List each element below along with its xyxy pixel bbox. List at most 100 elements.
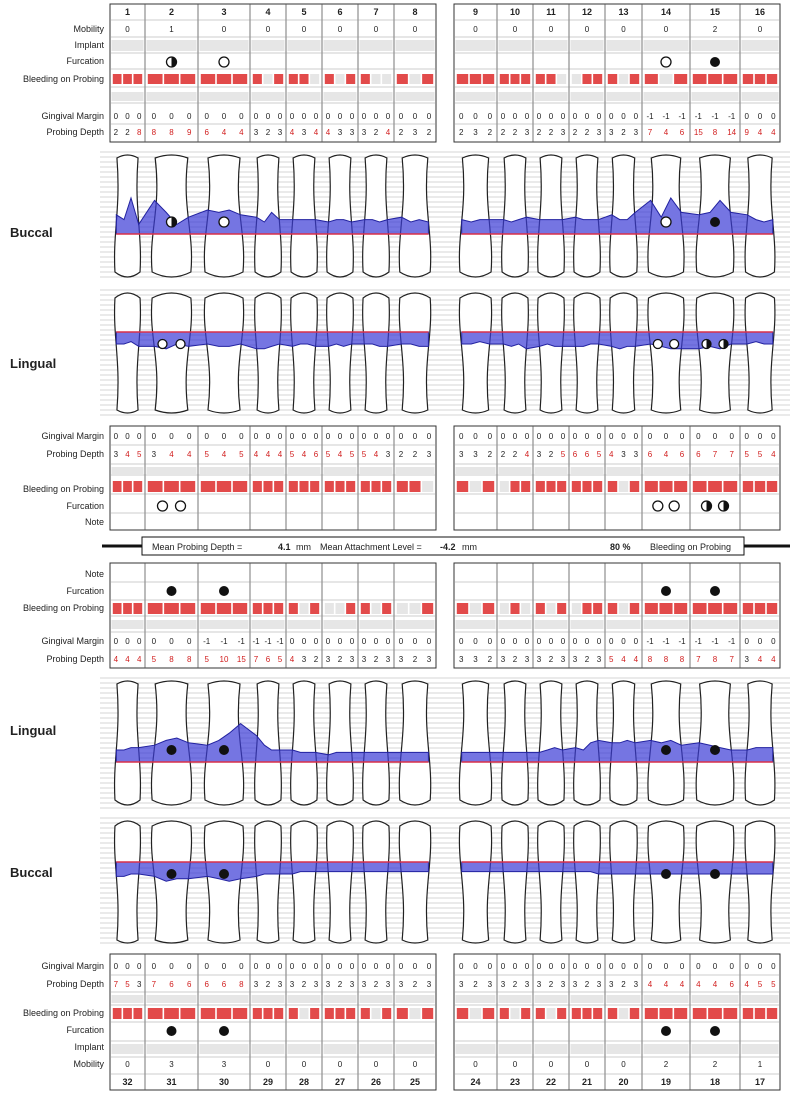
gingival-margin-value: 0 (137, 962, 142, 971)
probing-depth-value: 2 (266, 980, 271, 989)
empty-cell (498, 995, 532, 1003)
probing-depth-value: 3 (326, 980, 331, 989)
gingival-margin-value: 0 (473, 112, 478, 121)
tooth-outline (458, 680, 493, 806)
gingival-margin-value: 0 (597, 112, 602, 121)
gingival-margin-value: 0 (302, 112, 307, 121)
bleeding-mark (754, 481, 766, 492)
probing-depth-value: 2 (413, 655, 418, 664)
bleeding-empty (335, 603, 345, 614)
tooth-outline (362, 680, 390, 806)
probing-depth-value: 8 (169, 128, 174, 137)
probing-depth-value: 4 (771, 450, 776, 459)
bleeding-empty (396, 603, 408, 614)
gingival-margin-value: 0 (302, 962, 307, 971)
probing-depth-value: 3 (621, 450, 626, 459)
probing-depth-value: 4 (266, 450, 271, 459)
probing-depth-value: 7 (114, 980, 119, 989)
bleeding-mark (510, 603, 520, 614)
gingival-margin-value: 0 (254, 112, 259, 121)
probing-depth-value: 4 (222, 128, 227, 137)
tooth-number: 21 (582, 1077, 592, 1087)
gingival-margin-value: 0 (488, 112, 493, 121)
tooth-number: 26 (371, 1077, 381, 1087)
probing-depth-value: 6 (648, 450, 653, 459)
mobility-value: 0 (125, 1060, 130, 1069)
tooth-outline (695, 820, 735, 944)
bleeding-mark (288, 603, 298, 614)
row-label: Gingival Margin (41, 431, 104, 441)
tooth-outline (744, 292, 776, 414)
probing-depth-value: 14 (727, 128, 736, 137)
bleeding-mark (629, 481, 640, 492)
probing-depth-value: 6 (729, 980, 734, 989)
gingival-margin-value: 0 (758, 962, 763, 971)
empty-cell (199, 1044, 249, 1054)
probing-depth-value: 3 (459, 980, 464, 989)
bleeding-mark (216, 74, 232, 84)
bleeding-empty (409, 603, 421, 614)
bleeding-empty (499, 481, 509, 492)
tooth-outline (609, 292, 638, 414)
gingival-margin-value: 0 (597, 432, 602, 441)
gingival-margin-value: 0 (374, 962, 379, 971)
probing-depth-value: 4 (634, 655, 639, 664)
pocket-depth-area (461, 197, 774, 235)
gingival-margin-value: 0 (427, 962, 432, 971)
tooth-outline (290, 292, 318, 414)
probing-depth-value: 3 (278, 128, 283, 137)
bleeding-mark (546, 481, 556, 492)
tooth-outline (290, 680, 318, 806)
gingival-margin-value: 0 (537, 637, 542, 646)
bleeding-mark (396, 481, 408, 492)
bleeding-mark (723, 603, 738, 614)
bleeding-mark (409, 481, 421, 492)
bleeding-mark (180, 603, 196, 614)
gingival-margin-value: -1 (678, 637, 686, 646)
gingival-margin-value: 0 (513, 432, 518, 441)
empty-cell (395, 40, 435, 51)
probing-depth-value: 3 (427, 655, 432, 664)
gingival-margin-value: 0 (513, 112, 518, 121)
pocket-depth-area (461, 861, 774, 875)
bleeding-mark (659, 1008, 673, 1019)
tooth-outline (290, 154, 318, 278)
empty-cell (199, 40, 249, 51)
bleeding-mark (200, 481, 216, 492)
bleeding-percent-value: 80 % (610, 542, 631, 552)
tooth-number: 22 (546, 1077, 556, 1087)
bleeding-mark (607, 481, 618, 492)
gingival-margin-value: 0 (137, 432, 142, 441)
bleeding-mark (133, 603, 143, 614)
gingival-margin-value: -1 (711, 637, 719, 646)
furcation-filled-marker (166, 586, 177, 596)
tooth-outline (398, 820, 432, 944)
gingival-margin-value: 0 (114, 112, 119, 121)
tooth-outline (254, 292, 282, 414)
mean-probing-depth-label: Mean Probing Depth = (152, 542, 242, 552)
probing-depth-value: 2 (302, 980, 307, 989)
bleeding-mark (422, 1008, 434, 1019)
mobility-value: 0 (473, 25, 478, 34)
row-label: Furcation (66, 1025, 104, 1035)
bleeding-mark (360, 603, 370, 614)
tooth-outline (203, 820, 245, 944)
gingival-margin-value: 0 (609, 962, 614, 971)
gingival-margin-value: 0 (350, 432, 355, 441)
bleeding-mark (164, 1008, 179, 1019)
bleeding-empty (618, 481, 629, 492)
empty-cell (323, 467, 357, 474)
probing-depth-value: 3 (254, 980, 259, 989)
mobility-value: 0 (413, 1060, 418, 1069)
gingival-margin-value: 0 (350, 637, 355, 646)
bleeding-mark (644, 603, 658, 614)
bleeding-mark (422, 603, 434, 614)
bleeding-mark (593, 74, 603, 84)
probing-depth-value: 3 (399, 980, 404, 989)
tooth-number: 32 (122, 1077, 132, 1087)
probing-depth-value: 4 (125, 655, 130, 664)
probing-depth-value: 2 (374, 980, 379, 989)
gingival-margin-value: 0 (278, 962, 283, 971)
empty-cell (287, 40, 321, 51)
probing-depth-value: 3 (362, 980, 367, 989)
